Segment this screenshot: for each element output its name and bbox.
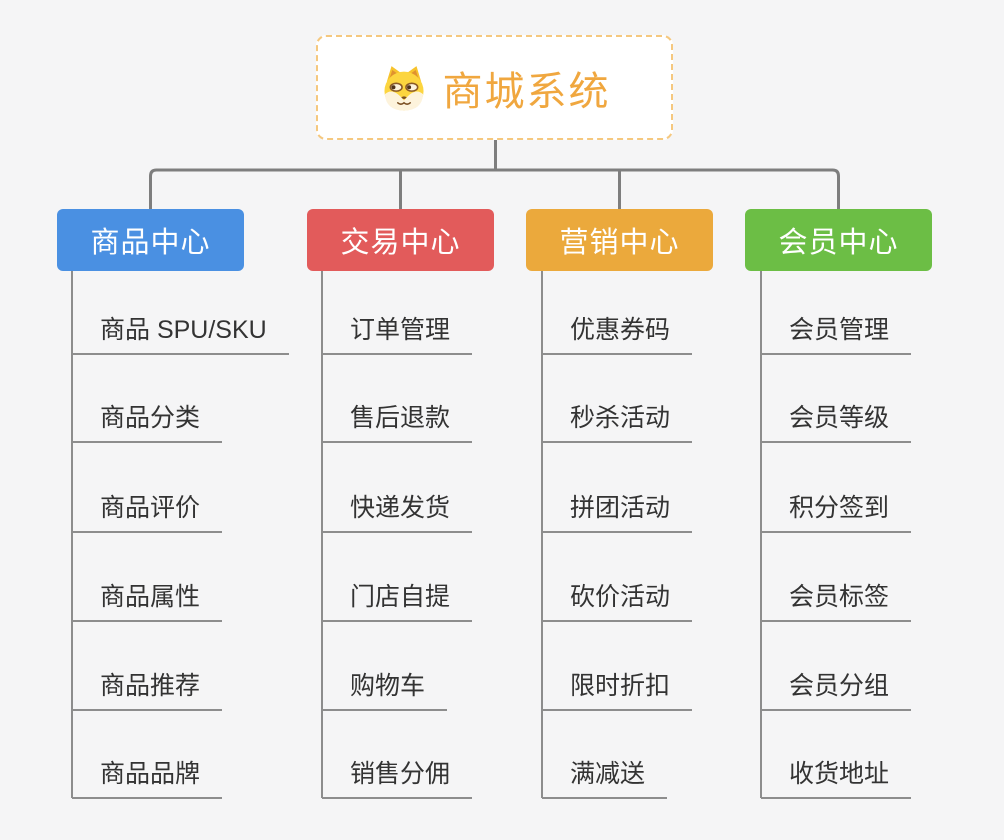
- leaf-node[interactable]: 销售分佣: [322, 757, 473, 799]
- branch-node-product-center[interactable]: 商品中心: [57, 209, 244, 271]
- branch-node-trade-center[interactable]: 交易中心: [307, 209, 494, 271]
- leaf-node[interactable]: 商品分类: [72, 401, 223, 443]
- shiba-dog-icon: [379, 63, 429, 113]
- leaf-node[interactable]: 积分签到: [761, 491, 912, 533]
- leaf-node[interactable]: 秒杀活动: [542, 401, 693, 443]
- leaf-node[interactable]: 会员分组: [761, 669, 912, 711]
- root-node[interactable]: 商城系统: [316, 35, 673, 140]
- leaf-node[interactable]: 会员管理: [761, 313, 912, 355]
- leaf-node[interactable]: 商品推荐: [72, 669, 223, 711]
- leaf-node[interactable]: 会员标签: [761, 580, 912, 622]
- branch-label: 营销中心: [559, 227, 680, 259]
- leaf-node[interactable]: 商品评价: [72, 491, 223, 533]
- leaf-node[interactable]: 商品品牌: [72, 757, 223, 799]
- leaf-node[interactable]: 购物车: [322, 669, 448, 711]
- leaf-node[interactable]: 拼团活动: [542, 491, 693, 533]
- leaf-node[interactable]: 订单管理: [322, 313, 473, 355]
- leaf-node[interactable]: 收货地址: [761, 757, 912, 799]
- branch-node-marketing-center[interactable]: 营销中心: [526, 209, 713, 271]
- branch-node-member-center[interactable]: 会员中心: [745, 209, 932, 271]
- root-title: 商城系统: [442, 69, 611, 114]
- branch-label: 交易中心: [340, 227, 461, 259]
- branch-label: 会员中心: [778, 227, 899, 259]
- branch-label: 商品中心: [90, 227, 211, 259]
- leaf-node[interactable]: 商品属性: [72, 580, 223, 622]
- leaf-node[interactable]: 砍价活动: [542, 580, 693, 622]
- leaf-node[interactable]: 门店自提: [322, 580, 473, 622]
- leaf-node[interactable]: 限时折扣: [542, 669, 693, 711]
- leaf-node[interactable]: 满减送: [542, 757, 668, 799]
- leaf-node[interactable]: 售后退款: [322, 401, 473, 443]
- leaf-node[interactable]: 优惠券码: [542, 313, 693, 355]
- leaf-node[interactable]: 商品 SPU/SKU: [72, 313, 289, 355]
- leaf-node[interactable]: 会员等级: [761, 401, 912, 443]
- leaf-node[interactable]: 快递发货: [322, 491, 473, 533]
